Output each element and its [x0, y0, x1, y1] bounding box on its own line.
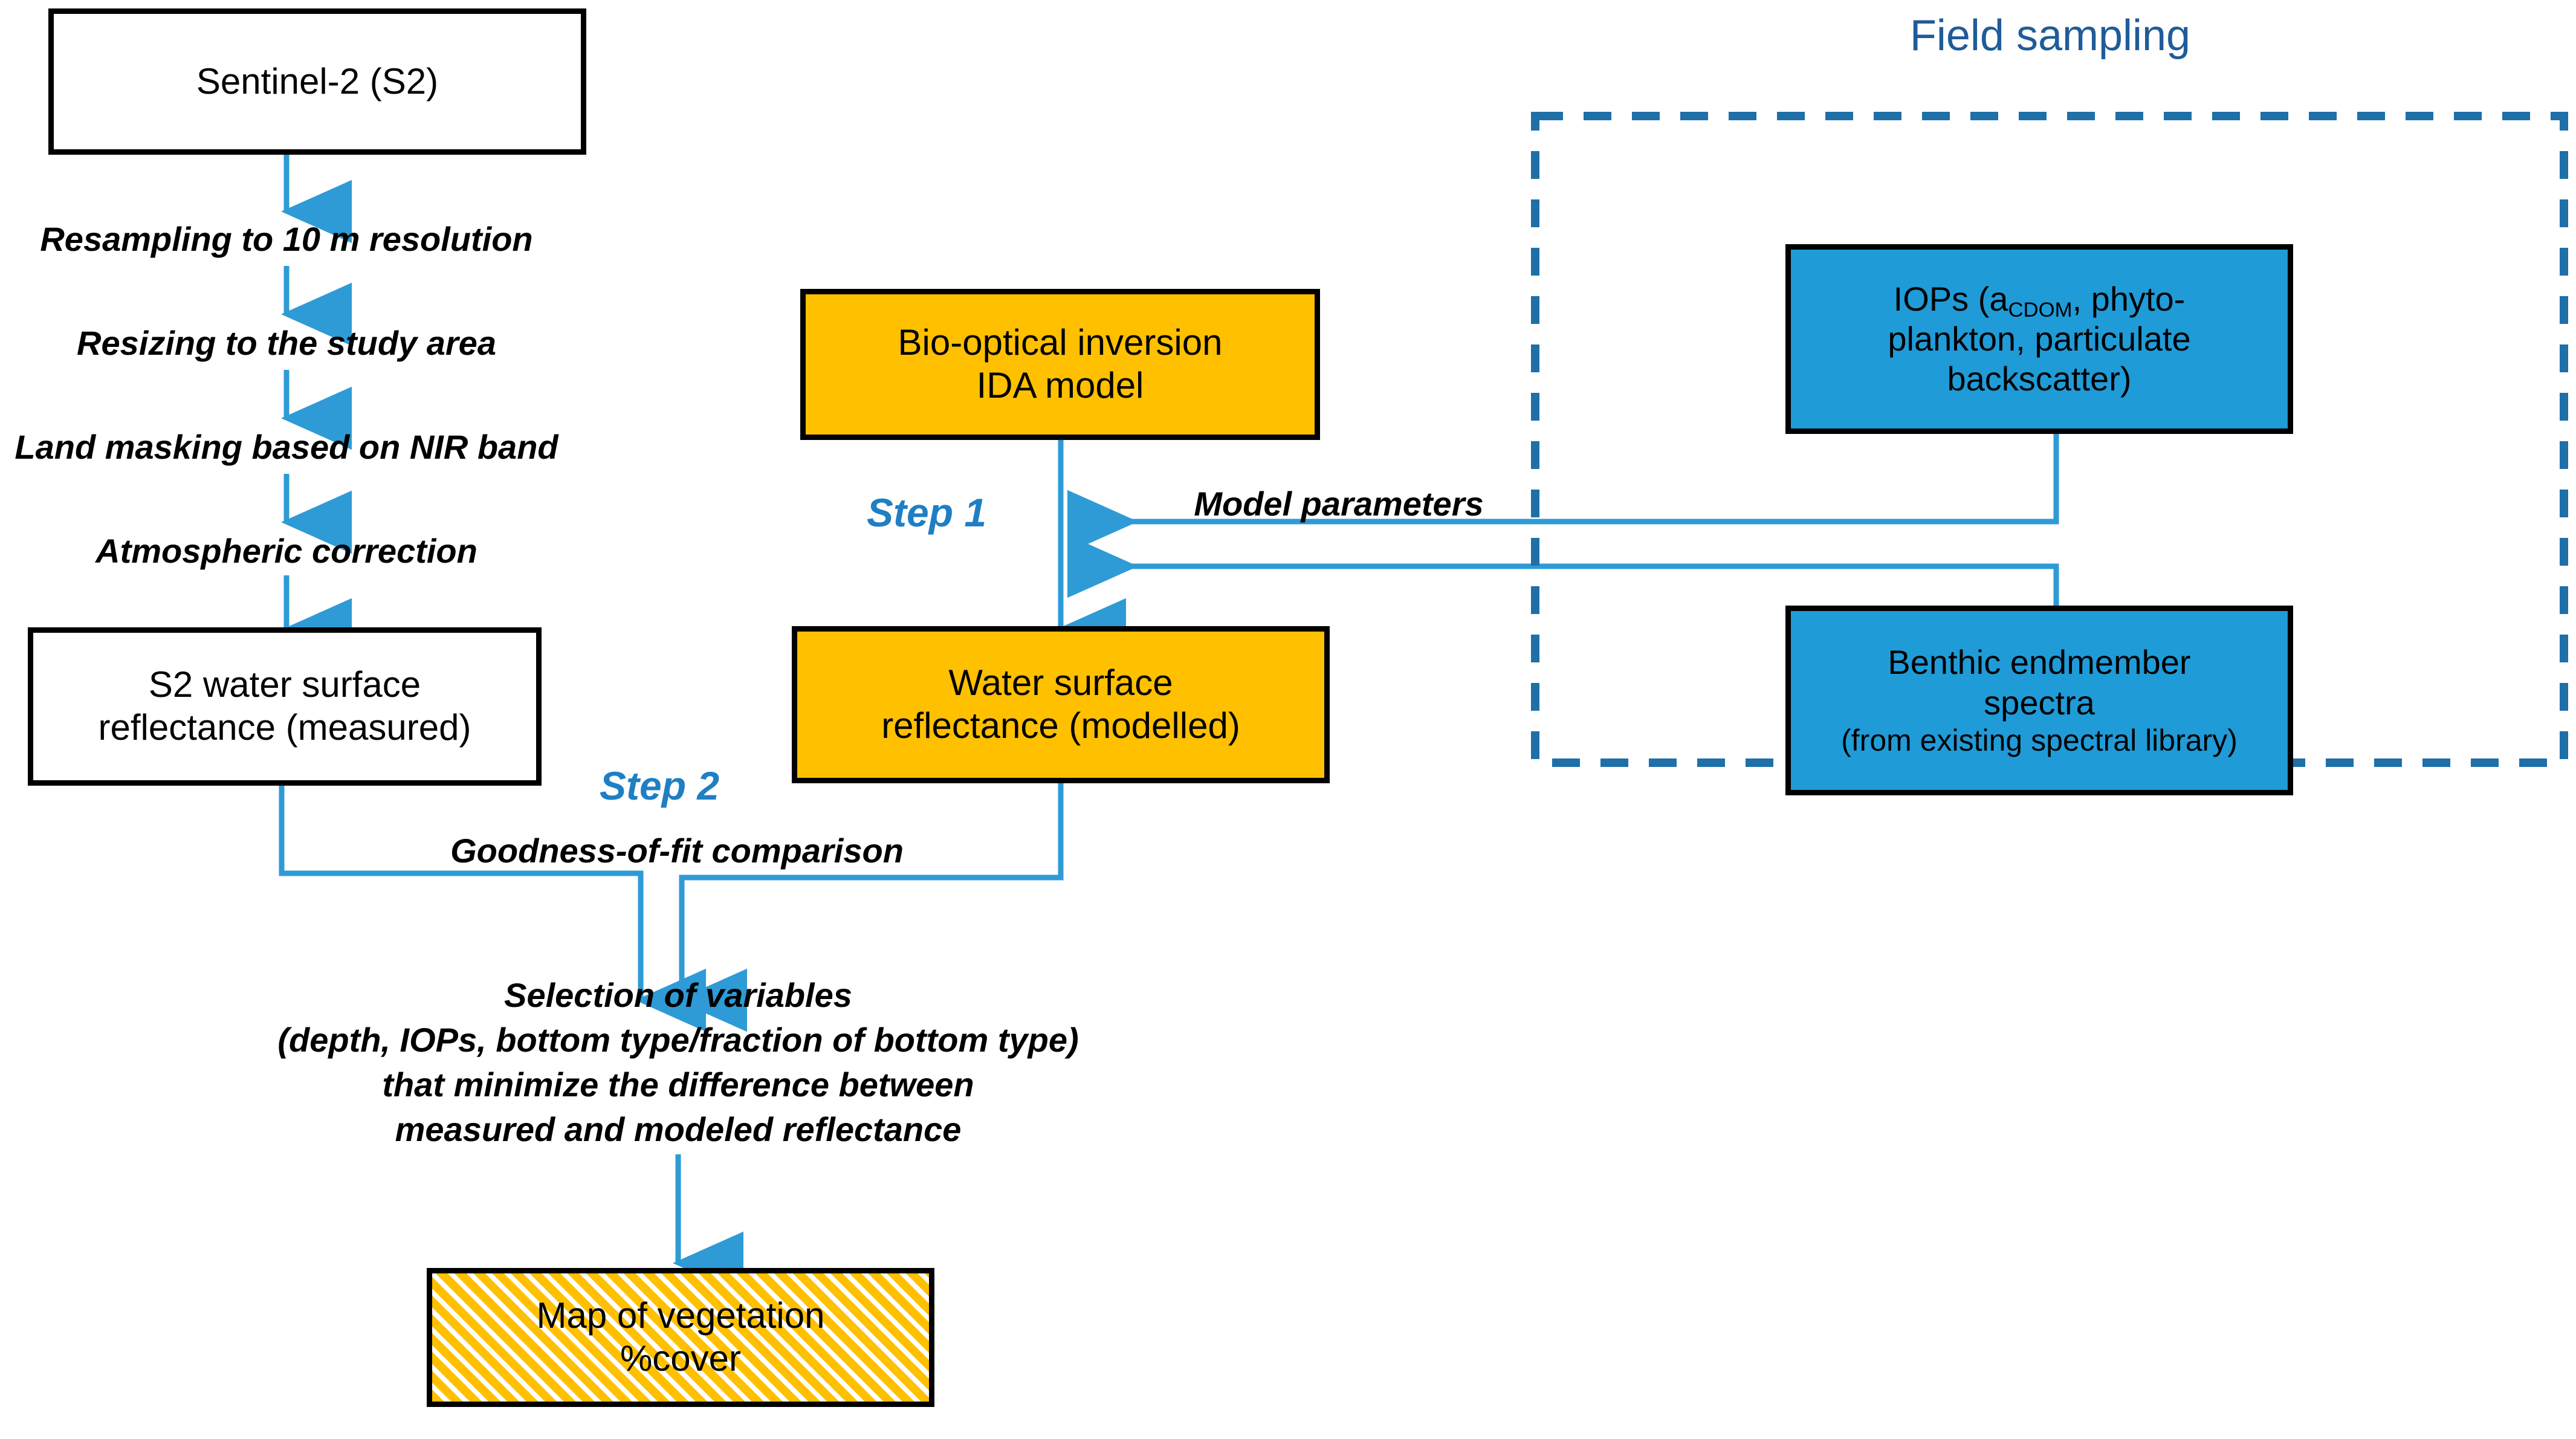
node-modelled-line1: Water surface	[948, 662, 1173, 703]
node-iops-subscript-cdom: CDOM	[2008, 299, 2073, 322]
node-iops-line1-prefix: IOPs (a	[1893, 279, 2008, 318]
node-bio-optical-line2: IDA model	[976, 365, 1144, 406]
node-benthic-endmember-spectra[interactable]: Benthic endmember spectra (from existing…	[1785, 606, 2293, 795]
node-iops-line1: IOPs (aCDOM, phyto-	[1893, 279, 2186, 322]
node-s2-measured-line1: S2 water surface	[148, 664, 421, 705]
node-map-line1: Map of vegetation	[536, 1295, 825, 1336]
node-map-of-vegetation-cover[interactable]: Map of vegetation %cover	[427, 1268, 934, 1407]
process-step-atmospheric-correction: Atmospheric correction	[95, 532, 477, 570]
node-s2-water-surface-reflectance-measured[interactable]: S2 water surface reflectance (measured)	[28, 627, 542, 786]
process-step-resizing: Resizing to the study area	[77, 324, 496, 362]
selection-line-2: (depth, IOPs, bottom type/fraction of bo…	[277, 1020, 1079, 1059]
node-benthic-line2: spectra	[1984, 683, 2095, 722]
node-s2-measured-line2: reflectance (measured)	[98, 707, 471, 748]
node-sentinel-2-label: Sentinel-2 (S2)	[196, 60, 439, 102]
selection-of-variables-block: Selection of variables (depth, IOPs, bot…	[277, 973, 1078, 1152]
edge-label-model-parameters: Model parameters	[1194, 485, 1484, 523]
edge-s2measured-to-selection	[279, 786, 706, 1032]
selection-line-4: measured and modeled reflectance	[395, 1110, 962, 1148]
node-benthic-line3: (from existing spectral library)	[1841, 723, 2238, 757]
process-step-land-masking: Land masking based on NIR band	[15, 428, 558, 466]
field-sampling-title: Field sampling	[1909, 11, 2191, 60]
node-water-surface-reflectance-modelled[interactable]: Water surface reflectance (modelled)	[792, 626, 1330, 783]
node-iops-line1-suffix: , phyto-	[2072, 279, 2186, 318]
step-1-label: Step 1	[867, 490, 987, 535]
edge-benthic-to-step1	[1067, 534, 2059, 612]
edge-label-goodness-of-fit: Goodness-of-fit comparison	[450, 832, 904, 870]
node-iops[interactable]: IOPs (aCDOM, phyto- plankton, particulat…	[1785, 244, 2293, 434]
edge-modelled-to-selection	[676, 783, 1064, 1032]
process-step-resampling: Resampling to 10 m resolution	[40, 220, 533, 258]
selection-line-1: Selection of variables	[504, 976, 852, 1014]
node-bio-optical-line1: Bio-optical inversion	[898, 322, 1223, 363]
node-bio-optical-inversion-ida-model[interactable]: Bio-optical inversion IDA model	[800, 289, 1320, 440]
selection-line-3: that minimize the difference between	[382, 1065, 974, 1104]
node-benthic-line1: Benthic endmember	[1888, 643, 2191, 682]
step-2-label: Step 2	[600, 763, 720, 808]
node-iops-line2: plankton, particulate	[1888, 319, 2191, 358]
node-map-line2: %cover	[620, 1338, 742, 1379]
node-sentinel-2[interactable]: Sentinel-2 (S2)	[48, 8, 586, 155]
node-modelled-line2: reflectance (modelled)	[881, 705, 1240, 746]
node-iops-line3: backscatter)	[1947, 360, 2132, 398]
